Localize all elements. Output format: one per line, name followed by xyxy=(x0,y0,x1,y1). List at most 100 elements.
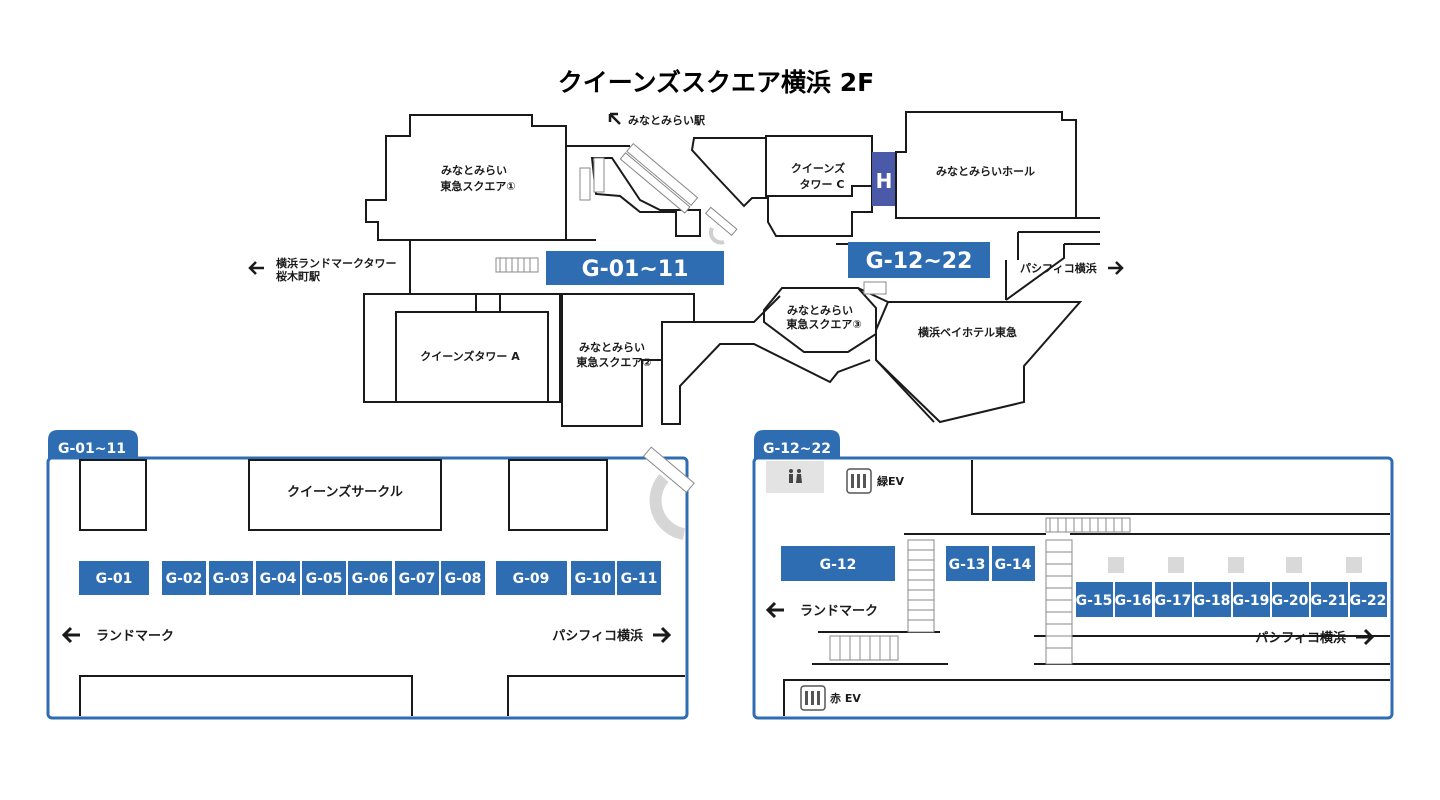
shop-g-08-label: G-08 xyxy=(445,571,482,587)
arrow-upleft-icon xyxy=(608,112,621,125)
shop-g-22[interactable] xyxy=(1350,582,1387,617)
central-plaza-structure xyxy=(590,157,701,237)
panel-a-queens-circle-label: クイーンズサークル xyxy=(287,484,403,500)
shop-g-13[interactable] xyxy=(946,546,989,581)
label-queens-tower-c-l2: タワー C xyxy=(800,178,845,191)
label-tokyu-square-2-l2: 東急スクエア② xyxy=(576,355,651,369)
shop-g-11[interactable] xyxy=(617,561,661,595)
restroom-area[interactable] xyxy=(766,461,824,493)
shop-g-07-label: G-07 xyxy=(399,571,436,587)
panel-b-to-pacifico: パシフィコ横浜 xyxy=(1255,630,1346,646)
shop-g-15-label: G-15 xyxy=(1076,593,1113,609)
arrow-right-icon xyxy=(653,626,672,644)
panel-b-escalator-1 xyxy=(1045,517,1131,533)
hall-marker-label: H xyxy=(876,169,893,193)
panel-b-pillars xyxy=(1108,557,1362,573)
shop-g-10[interactable] xyxy=(571,561,615,595)
shop-g-18-label: G-18 xyxy=(1194,593,1231,609)
shop-g-19[interactable] xyxy=(1233,582,1270,617)
building-queens-tower-c[interactable] xyxy=(690,135,873,237)
shop-g-07[interactable] xyxy=(395,561,439,595)
shop-g-02[interactable] xyxy=(162,561,206,595)
label-landmark-l2: 桜木町駅 xyxy=(276,269,320,283)
panel-a-ramp xyxy=(649,474,686,540)
shop-g-01-label: G-01 xyxy=(96,571,133,587)
escalator-overview-2 xyxy=(579,157,605,201)
zone-g12-22[interactable] xyxy=(848,242,990,278)
elevator-icon xyxy=(800,685,826,711)
label-tokyu-square-3-l2: 東急スクエア③ xyxy=(786,317,861,331)
panel-b-to-landmark: ランドマーク xyxy=(800,604,878,619)
shop-g-09[interactable] xyxy=(496,561,567,595)
arrow-right-icon xyxy=(1108,261,1124,275)
page-title: クイーンズスクエア横浜 2F xyxy=(558,68,874,97)
shop-g-14[interactable] xyxy=(992,546,1035,581)
escalator-overview-1 xyxy=(495,257,539,273)
shop-g-04-label: G-04 xyxy=(260,571,297,587)
panel-b-escalator-2 xyxy=(907,539,935,633)
building-tokyu-square-1[interactable] xyxy=(365,114,567,241)
arrow-left-icon xyxy=(765,601,784,619)
panel-a-to-landmark: ランドマーク xyxy=(96,629,174,644)
panel-a-tab[interactable] xyxy=(48,430,138,458)
shop-g-21[interactable] xyxy=(1311,582,1348,617)
shop-g-15[interactable] xyxy=(1076,582,1113,617)
panel-a-block-2 xyxy=(508,459,608,531)
zone-g12-22-label: G-12~22 xyxy=(866,249,973,274)
zone-g01-11-label: G-01~11 xyxy=(582,257,689,282)
building-queens-tower-a[interactable] xyxy=(395,311,549,403)
elevator-icon xyxy=(846,468,872,494)
shop-g-16-label: G-16 xyxy=(1115,593,1152,609)
shop-g-14-label: G-14 xyxy=(995,557,1032,573)
escalator-overview-4 xyxy=(863,281,887,295)
building-bay-hotel[interactable] xyxy=(875,301,1083,424)
panel-b-wall-right xyxy=(1034,635,1390,665)
shop-g-06-label: G-06 xyxy=(352,571,389,587)
panel-b-tab-label: G-12~22 xyxy=(763,441,831,457)
shop-g-20-label: G-20 xyxy=(1272,593,1309,609)
panel-a-escalator xyxy=(642,446,695,494)
shop-g-05-label: G-05 xyxy=(306,571,343,587)
building-tokyu-square-3[interactable] xyxy=(763,287,877,353)
panel-b-escalator-4 xyxy=(829,635,899,661)
shop-g-06[interactable] xyxy=(348,561,392,595)
shop-g-03-label: G-03 xyxy=(213,571,250,587)
label-queens-tower-a: クイーンズタワー A xyxy=(420,349,520,363)
shop-g-20[interactable] xyxy=(1272,582,1309,617)
shop-g-17[interactable] xyxy=(1155,582,1192,617)
panel-b-escalator-3 xyxy=(1045,539,1073,665)
panel-a-block-1 xyxy=(79,459,147,531)
label-minatomirai-station: みなとみらい駅 xyxy=(628,114,705,127)
overview-map: H xyxy=(248,111,1124,427)
shop-g-02-label: G-02 xyxy=(166,571,203,587)
shop-g-16[interactable] xyxy=(1115,582,1152,617)
shop-g-04[interactable] xyxy=(256,561,300,595)
shop-g-01[interactable] xyxy=(79,561,149,595)
arrow-left-icon xyxy=(61,626,80,644)
panel-b-tab[interactable] xyxy=(754,430,840,458)
shop-g-09-label: G-09 xyxy=(513,571,550,587)
label-bay-hotel: 横浜ベイホテル東急 xyxy=(918,325,1017,339)
restroom-icon xyxy=(789,469,802,483)
panel-a-queens-circle[interactable] xyxy=(248,459,442,531)
zone-g01-11[interactable] xyxy=(546,251,724,285)
shop-g-12-label: G-12 xyxy=(820,557,857,573)
shop-g-11-label: G-11 xyxy=(621,571,658,587)
shop-g-05[interactable] xyxy=(302,561,346,595)
hall-marker xyxy=(872,152,896,206)
panel-a-tab-label: G-01~11 xyxy=(58,441,126,457)
label-queens-tower-c-l1: クイーンズ xyxy=(791,161,845,175)
panel-a-to-pacifico: パシフィコ横浜 xyxy=(552,628,643,644)
shop-g-18[interactable] xyxy=(1194,582,1231,617)
label-tokyu-square-3-l1: みなとみらい xyxy=(787,304,853,317)
shop-g-03[interactable] xyxy=(209,561,253,595)
label-minatomirai-hall: みなとみらいホール xyxy=(936,165,1035,178)
shop-g-12[interactable] xyxy=(781,546,895,581)
arrow-right-icon xyxy=(1356,628,1375,646)
panel-b-shops: G-12 G-13 G-14 G-15 G-16 G-17 G-18 G-19 … xyxy=(781,546,1387,617)
shop-g-08[interactable] xyxy=(441,561,485,595)
escalator-overview-diagonal xyxy=(619,142,699,214)
panel-b-wall-bottom xyxy=(783,679,1390,716)
label-pacifico-overview: パシフィコ横浜 xyxy=(1020,261,1097,275)
